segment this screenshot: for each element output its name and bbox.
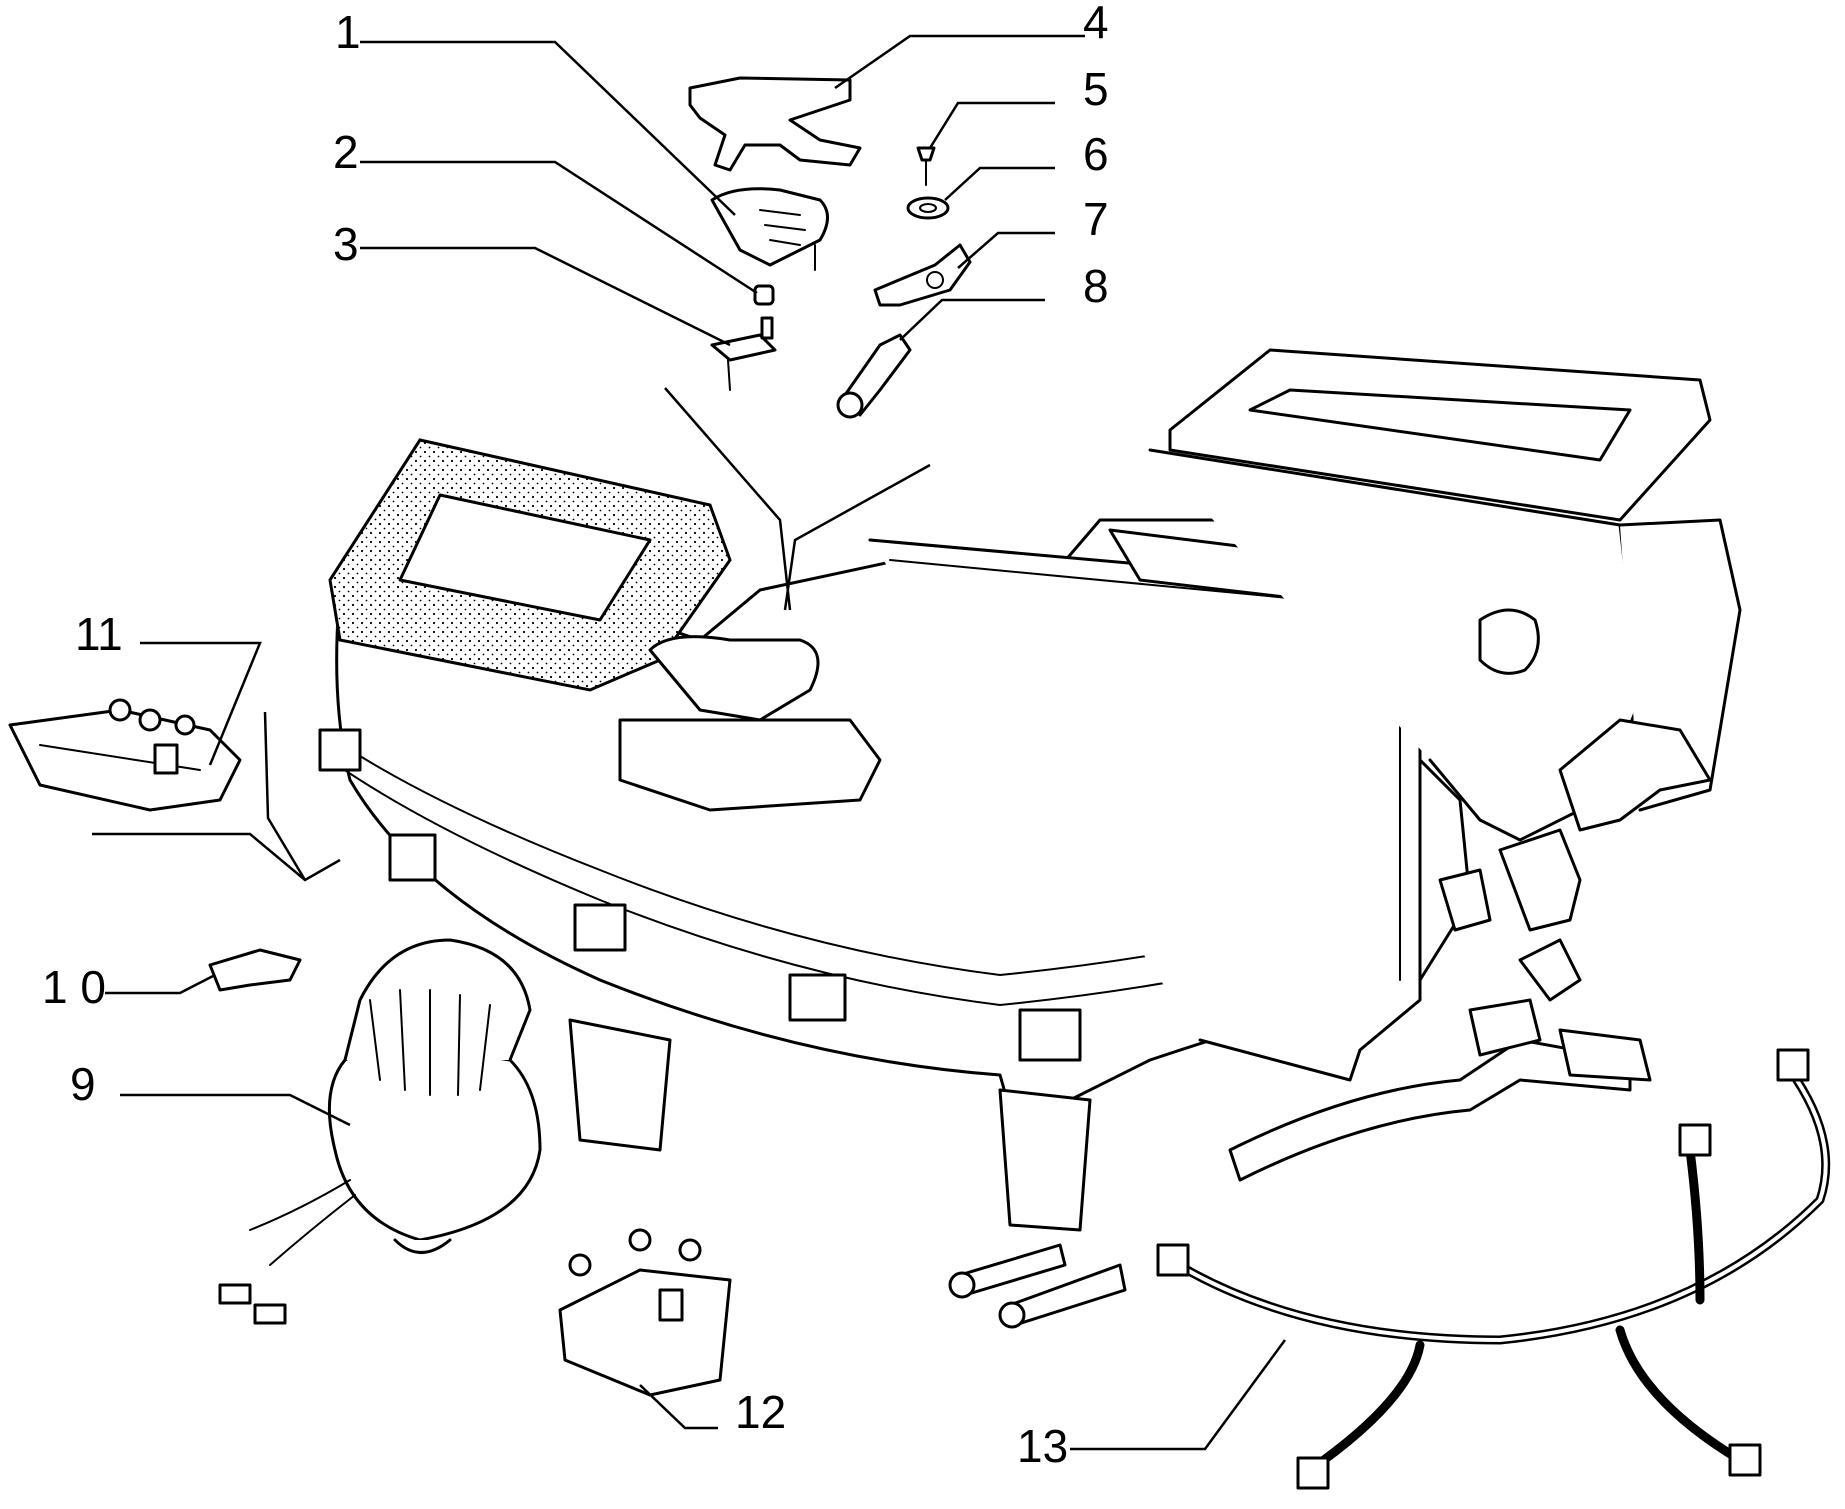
part-7-lever (873, 243, 972, 307)
leader-7 (957, 231, 1055, 269)
part-4-bracket (688, 76, 862, 172)
callout-12: 12 (735, 1386, 786, 1438)
leader-3c (783, 463, 931, 611)
heater-housing (318, 348, 1742, 1329)
part-5-screw (916, 146, 936, 186)
leader-4 (834, 34, 1085, 90)
leader-3b (664, 387, 792, 611)
callout-2: 2 (333, 126, 359, 178)
callout-labels: 1 2 3 4 5 6 7 8 9 1 0 11 12 13 (42, 0, 1109, 1472)
leader-11 (140, 641, 262, 766)
callout-7: 7 (1083, 193, 1109, 245)
leader-11c (263, 711, 307, 881)
part-13-wiring-harness (1156, 1048, 1831, 1490)
callout-3: 3 (333, 218, 359, 270)
part-8-link-arm (836, 333, 912, 419)
leader-3 (360, 246, 731, 347)
leader-5 (928, 101, 1055, 149)
callout-8: 8 (1083, 260, 1109, 312)
leader-lines (92, 34, 1287, 1451)
callout-9: 9 (70, 1058, 96, 1110)
part-2-bush (753, 284, 775, 306)
leader-13 (1070, 1339, 1287, 1451)
callout-6: 6 (1083, 128, 1109, 180)
part-10-clip (208, 948, 302, 992)
callout-4: 4 (1083, 0, 1109, 48)
callout-13: 13 (1017, 1420, 1068, 1472)
part-3-lever (710, 316, 777, 391)
leader-8 (899, 298, 1045, 341)
leader-9 (120, 1093, 351, 1127)
part-6-washer (906, 196, 950, 220)
leader-2 (360, 160, 758, 295)
callout-10: 1 0 (42, 961, 106, 1013)
leader-10 (105, 973, 216, 995)
leader-12 (639, 1384, 718, 1430)
callout-5: 5 (1083, 63, 1109, 115)
callout-1: 1 (335, 6, 361, 58)
part-1-actuator-plate (710, 187, 829, 271)
callout-11: 11 (75, 608, 123, 660)
part-12-control-module (558, 1228, 732, 1397)
part-9-blower-motor (218, 938, 542, 1325)
leader-6 (944, 166, 1055, 201)
part-11-resistor-module (8, 698, 242, 812)
leader-1 (360, 40, 736, 216)
leader-11b (92, 832, 341, 882)
